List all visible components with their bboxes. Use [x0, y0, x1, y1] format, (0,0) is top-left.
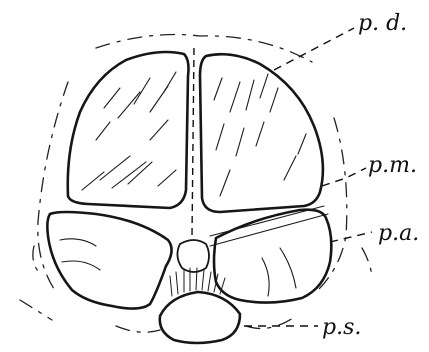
leader-pa: [330, 232, 372, 242]
left-anterior-plate: [47, 212, 171, 309]
left-dorsal-plate: [68, 52, 189, 208]
leader-pm: [322, 168, 366, 186]
leader-pd: [274, 28, 354, 70]
right-dorsal-plate: [200, 54, 323, 212]
label-pa: p.a.: [378, 221, 419, 246]
right-anterior-plate: [214, 210, 331, 303]
midline: [192, 48, 194, 236]
median-plate: [177, 240, 209, 272]
label-pd: p. d.: [358, 11, 407, 36]
label-ps: p.s.: [322, 315, 361, 340]
label-pm: p.m.: [368, 153, 417, 178]
